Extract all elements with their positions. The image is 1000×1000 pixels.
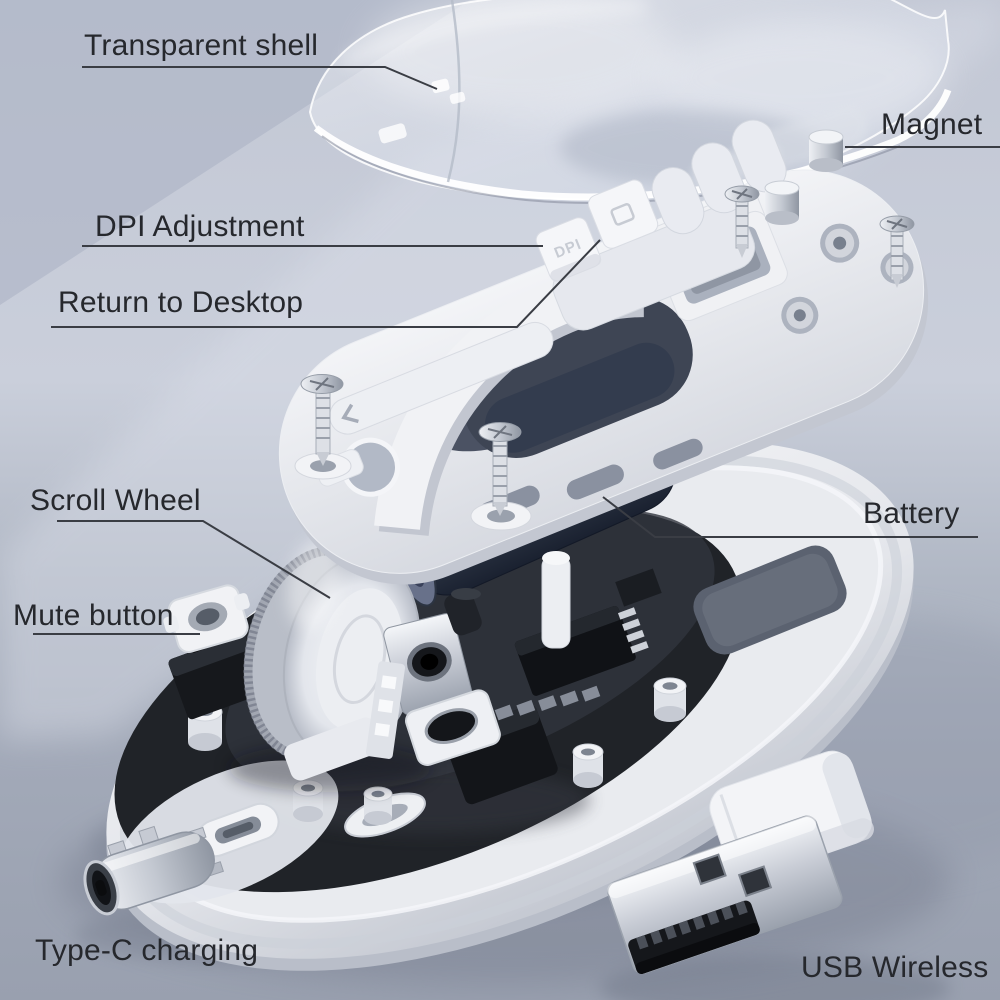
click-arm xyxy=(329,321,554,435)
leader-lines xyxy=(33,66,1000,635)
screw xyxy=(470,422,532,531)
label-battery: Battery xyxy=(863,497,960,530)
floating-hardware xyxy=(724,129,915,288)
shell-tab xyxy=(378,123,407,144)
chassis-screws xyxy=(294,374,532,531)
usb-dongle xyxy=(607,750,874,975)
shell-button-seam xyxy=(446,0,461,183)
return-button xyxy=(587,179,659,249)
solder-pads xyxy=(494,685,601,721)
label-return-to-desktop: Return to Desktop xyxy=(58,286,304,319)
transparent-shell-part xyxy=(308,0,952,204)
dongle-pin-hole xyxy=(692,853,727,886)
transparent-shell-leader xyxy=(82,66,438,90)
encoder-sensor xyxy=(383,613,473,716)
magnet-cylinder xyxy=(764,180,800,225)
screw xyxy=(724,185,760,258)
dpi-button: DPI xyxy=(535,217,602,282)
dark-post xyxy=(444,588,482,636)
label-type-c-charging: Type-C charging xyxy=(35,934,259,967)
switch-collar xyxy=(405,689,501,767)
return-to-desktop-leader xyxy=(51,239,601,328)
label-usb-wireless: USB Wireless xyxy=(801,951,989,984)
label-mute-button: Mute button xyxy=(13,599,174,632)
screw xyxy=(294,374,352,480)
label-scroll-wheel: Scroll Wheel xyxy=(30,484,201,517)
label-dpi-adjustment: DPI Adjustment xyxy=(95,210,305,243)
bracket-strip xyxy=(365,661,406,759)
battery-leader xyxy=(602,496,978,538)
tail-recess xyxy=(693,545,847,655)
magnet-cylinder xyxy=(808,129,844,172)
label-magnet: Magnet xyxy=(881,108,983,141)
support-post xyxy=(541,551,571,649)
mute-button-part xyxy=(163,584,250,653)
type-c-connector xyxy=(83,825,225,916)
dongle-pin-hole xyxy=(737,865,773,898)
mouse-base xyxy=(106,441,914,971)
label-transparent-shell: Transparent shell xyxy=(84,29,319,62)
scroll-wheel-leader xyxy=(57,520,331,599)
screw xyxy=(879,215,915,288)
